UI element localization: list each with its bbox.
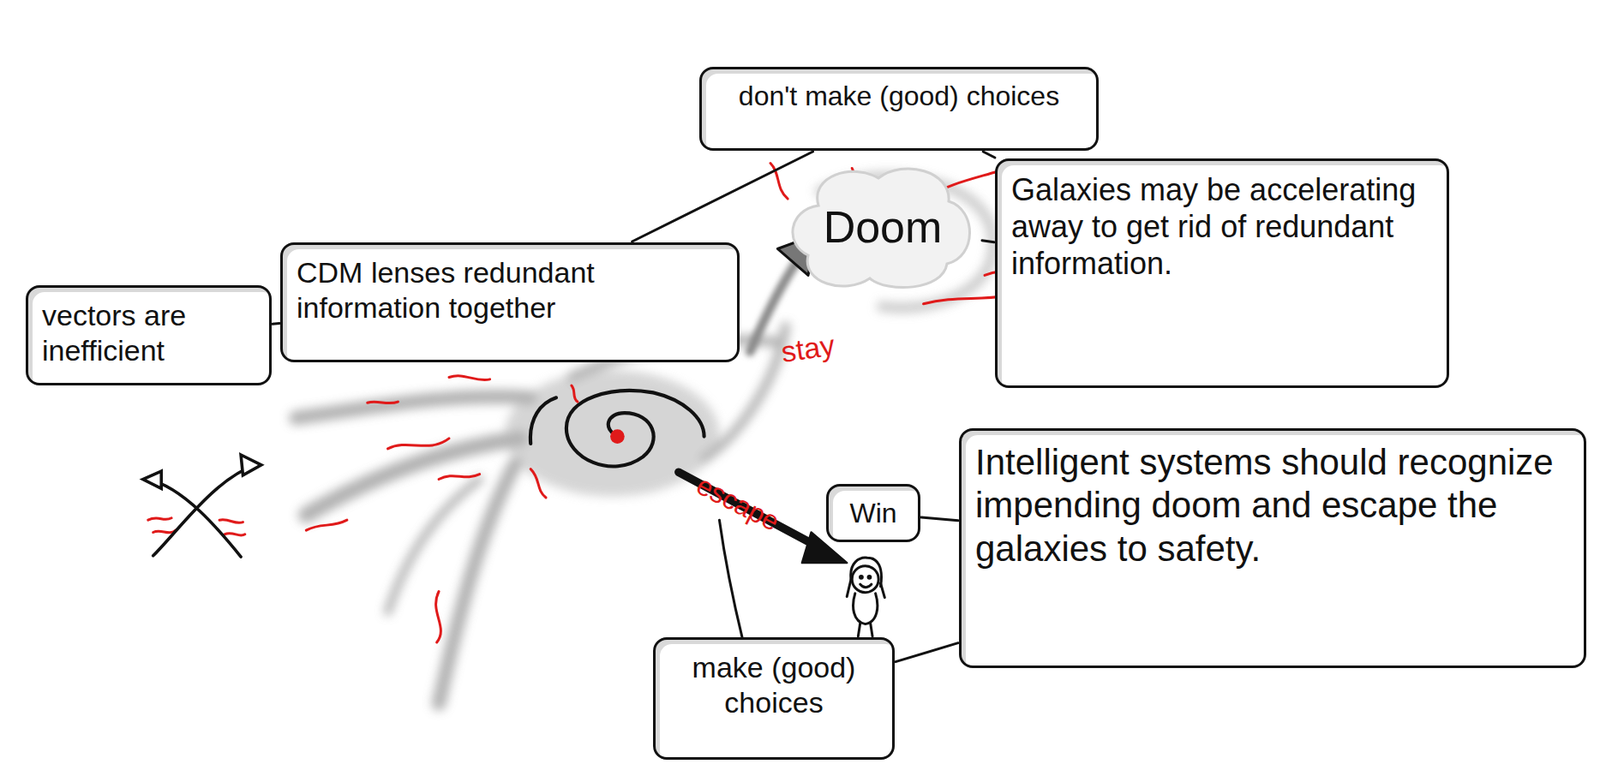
note-box: Intelligent systems should recognize imp… <box>958 428 1587 669</box>
connector-line <box>982 240 995 243</box>
doom-cloud: Doom <box>784 154 982 300</box>
node-text: don't make (good) choices <box>715 79 1083 113</box>
connector-line <box>272 322 280 326</box>
node-text: make (good) choices <box>669 650 879 721</box>
connector-line <box>632 151 814 242</box>
node-text: vectors are inefficient <box>41 298 256 369</box>
note-box: CDM lenses redundant information togethe… <box>280 242 740 363</box>
arrow-label: escape <box>691 469 786 539</box>
node-text: Galaxies may be accelerating away to get… <box>1011 171 1433 283</box>
choice-box: make (good) choices <box>653 637 895 761</box>
connector-line <box>982 151 995 158</box>
node-text: Intelligent systems should recognize imp… <box>975 441 1571 571</box>
node-text: CDM lenses redundant information togethe… <box>296 255 724 326</box>
connector-line <box>921 517 959 522</box>
cloud-shape <box>792 168 971 288</box>
node-text: Doom <box>823 200 943 254</box>
connector-line <box>895 643 959 663</box>
outcome-box: Win <box>826 484 921 543</box>
arrow-label: stay <box>779 329 837 370</box>
node-text: Win <box>842 497 905 530</box>
note-box: vectors are inefficient <box>25 285 272 386</box>
choice-box: don't make (good) choices <box>699 66 1099 151</box>
note-box: Galaxies may be accelerating away to get… <box>994 158 1450 389</box>
